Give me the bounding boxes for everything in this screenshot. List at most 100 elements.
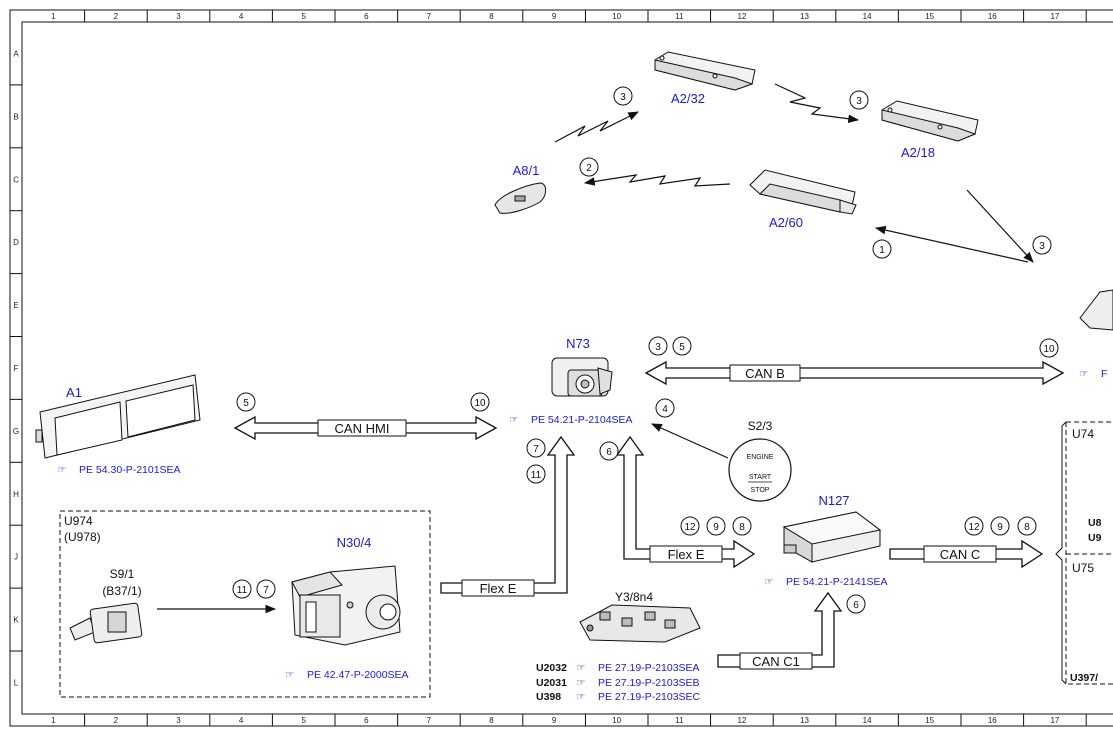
ref-n127[interactable]: ☞ PE 54.21-P-2141SEA — [764, 576, 888, 588]
ruler-row-label: J — [14, 553, 18, 562]
svg-text:10: 10 — [474, 398, 486, 409]
ruler-row-label: L — [14, 678, 19, 687]
ref-n73[interactable]: ☞ PE 54.21-P-2104SEA — [509, 414, 633, 426]
svg-text:12: 12 — [684, 522, 696, 533]
svg-text:4: 4 — [662, 404, 668, 415]
a1-instrument-cluster — [35, 374, 201, 459]
ref-n127-text: PE 54.21-P-2141SEA — [786, 576, 888, 588]
svg-text:6: 6 — [853, 600, 859, 611]
ref-n30-4[interactable]: ☞ PE 42.47-P-2000SEA — [285, 669, 409, 681]
svg-text:6: 6 — [606, 447, 612, 458]
arrow-s23-to-n73 — [651, 423, 729, 459]
y3-variant-1: U2032 — [536, 662, 567, 674]
svg-text:9: 9 — [997, 522, 1003, 533]
callout-circle: 11 — [232, 579, 252, 599]
label-n73: N73 — [566, 336, 590, 351]
ruler-row-label: H — [13, 490, 19, 499]
callouts: 3 3 2 1 3 3 5 10 5 10 4 7 11 6 12 9 8 12… — [232, 86, 1059, 614]
ruler-col-label: 4 — [239, 716, 244, 725]
svg-text:3: 3 — [620, 92, 626, 103]
hand-pointer-icon: ☞ — [576, 691, 585, 703]
callout-circle: 9 — [990, 516, 1010, 536]
n30-4-esp-unit — [291, 565, 401, 646]
ruler-col-label: 8 — [489, 716, 494, 725]
a8-1-key — [494, 182, 547, 214]
svg-text:7: 7 — [263, 585, 269, 596]
callout-circle: 3 — [1032, 235, 1052, 255]
label-u74: U74 — [1072, 427, 1094, 441]
svg-text:8: 8 — [739, 522, 745, 533]
label-s9-1: S9/1 — [110, 567, 135, 581]
can-b-label: CAN B — [745, 366, 785, 381]
callout-circle: 8 — [732, 516, 752, 536]
ruler-col-label: 16 — [988, 12, 997, 21]
ref-right-cut[interactable]: ☞ F — [1079, 368, 1107, 380]
label-s2-3: S2/3 — [748, 419, 773, 433]
ruler-row-label: G — [13, 427, 19, 436]
hand-pointer-icon: ☞ — [576, 662, 585, 674]
ruler-col-label: 10 — [612, 12, 621, 21]
callout-circle: 3 — [613, 86, 633, 106]
y3-variant-2: U2031 — [536, 677, 567, 689]
u974-dashed-box — [59, 510, 431, 698]
callout-circle: 6 — [846, 594, 866, 614]
svg-text:9: 9 — [713, 522, 719, 533]
callout-circle: 2 — [579, 157, 599, 177]
component-labels: A2/32 A2/18 A8/1 A2/60 N73 A1 S2/3 N127 … — [64, 91, 1102, 684]
y3-ref-1[interactable]: PE 27.19-P-2103SEA — [598, 662, 700, 674]
ruler-col-label: 11 — [675, 12, 684, 21]
thin-arrows — [157, 189, 1034, 614]
svg-text:5: 5 — [679, 342, 685, 353]
ruler-col-label: 8 — [489, 12, 494, 21]
callout-circle: 7 — [256, 579, 276, 599]
ruler-col-label: 7 — [427, 716, 432, 725]
ruler-col-label: 1 — [51, 716, 56, 725]
arrow-to-right-module — [966, 189, 1034, 263]
flex-e-upper-label: Flex E — [668, 547, 705, 562]
a2-18-antenna — [881, 100, 979, 142]
y3-ref-3[interactable]: PE 27.19-P-2103SEC — [598, 691, 701, 703]
ruler-col-label: 6 — [364, 12, 369, 21]
u74-bracket — [1055, 421, 1067, 685]
arrow-to-a260 — [874, 225, 1029, 263]
ruler-row-label: C — [13, 175, 19, 184]
svg-text:5: 5 — [243, 398, 249, 409]
flex-e-lower-bus — [440, 435, 576, 594]
hand-pointer-icon: ☞ — [285, 669, 294, 681]
ruler-row-label: A — [13, 49, 19, 58]
ruler-col-label: 14 — [863, 12, 872, 21]
n73-ignition-switch — [551, 357, 613, 397]
label-b37-1: (B37/1) — [102, 584, 141, 598]
wireless-links — [554, 83, 860, 187]
ruler-col-label: 4 — [239, 12, 244, 21]
wireless-a232-to-a218 — [774, 83, 860, 124]
callout-circle: 12 — [680, 516, 700, 536]
hand-pointer-icon: ☞ — [509, 414, 518, 426]
button-stop-text: STOP — [751, 487, 770, 494]
svg-text:11: 11 — [237, 585, 248, 596]
ruler-row-label: F — [14, 364, 19, 373]
svg-text:12: 12 — [968, 522, 980, 533]
callout-circle: 12 — [964, 516, 984, 536]
ruler-col-label: 3 — [176, 716, 181, 725]
callout-circle: 3 — [849, 90, 869, 110]
ref-a1[interactable]: ☞ PE 54.30-P-2101SEA — [57, 464, 181, 476]
can-hmi-label: CAN HMI — [335, 421, 390, 436]
callout-circle: 5 — [236, 392, 256, 412]
ruler-row-label: E — [13, 301, 18, 310]
can-c-label: CAN C — [940, 547, 980, 562]
label-u974: U974 — [64, 514, 93, 528]
ruler-col-label: 17 — [1050, 716, 1059, 725]
ruler-row-label: B — [13, 112, 18, 121]
callout-circle: 7 — [526, 438, 546, 458]
ruler-col-label: 9 — [552, 12, 557, 21]
y3-ref-2[interactable]: PE 27.19-P-2103SEB — [598, 677, 700, 689]
svg-text:7: 7 — [533, 444, 539, 455]
ruler-col-label: 5 — [301, 716, 306, 725]
ref-right-cut-text: F — [1101, 368, 1107, 380]
flex-e-upper-bus — [615, 435, 756, 569]
button-start-text: START — [749, 474, 772, 481]
ruler-col-label: 2 — [114, 12, 119, 21]
callout-circle: 4 — [655, 398, 675, 418]
